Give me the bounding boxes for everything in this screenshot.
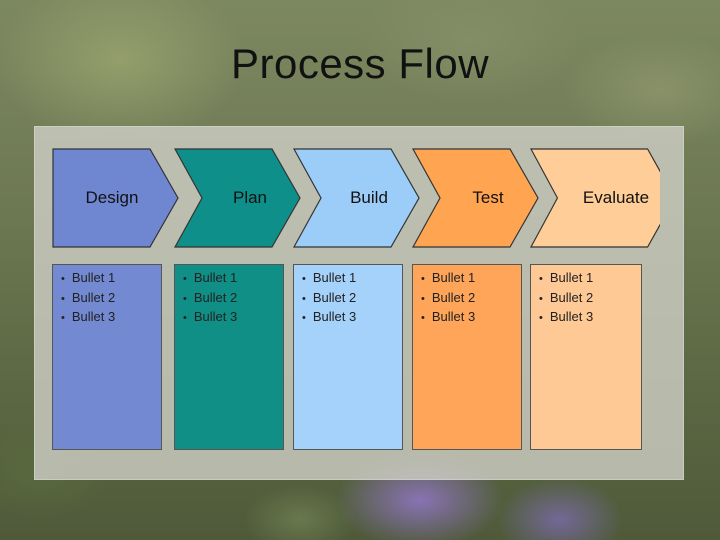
bullet-item: Bullet 3 <box>61 308 161 328</box>
bullet-item: Bullet 2 <box>421 289 521 309</box>
bullet-item: Bullet 1 <box>421 269 521 289</box>
stage-bullets-box: Bullet 1 Bullet 2 Bullet 3 <box>174 264 284 450</box>
stage-arrow-build <box>293 148 420 248</box>
bullet-item: Bullet 3 <box>539 308 641 328</box>
stage-arrow-plan <box>174 148 301 248</box>
bullet-item: Bullet 3 <box>421 308 521 328</box>
stage-bullets-box: Bullet 1 Bullet 2 Bullet 3 <box>412 264 522 450</box>
stage-arrow-design <box>52 148 179 248</box>
bullet-item: Bullet 2 <box>302 289 402 309</box>
bullet-item: Bullet 2 <box>61 289 161 309</box>
stage-label: Evaluate <box>582 188 650 207</box>
stage-label: Test <box>472 188 504 207</box>
stage-bullets-box: Bullet 1 Bullet 2 Bullet 3 <box>52 264 162 450</box>
process-panel: Design Bullet 1 Bullet 2 Bullet 3 Plan B… <box>34 126 684 480</box>
stage-bullets-box: Bullet 1 Bullet 2 Bullet 3 <box>293 264 403 450</box>
bullet-item: Bullet 1 <box>61 269 161 289</box>
bullet-item: Bullet 3 <box>302 308 402 328</box>
slide-title: Process Flow <box>230 40 490 87</box>
stage-arrow-evaluate <box>530 148 660 248</box>
stage-label: Plan <box>232 188 268 207</box>
stage-label: Build <box>350 188 388 207</box>
bullet-item: Bullet 1 <box>539 269 641 289</box>
bullet-item: Bullet 2 <box>539 289 641 309</box>
bullet-item: Bullet 1 <box>183 269 283 289</box>
bullet-item: Bullet 3 <box>183 308 283 328</box>
bullet-item: Bullet 1 <box>302 269 402 289</box>
stage-arrow-test <box>412 148 539 248</box>
bullet-item: Bullet 2 <box>183 289 283 309</box>
stage-label: Design <box>85 188 139 207</box>
stage-bullets-box: Bullet 1 Bullet 2 Bullet 3 <box>530 264 642 450</box>
